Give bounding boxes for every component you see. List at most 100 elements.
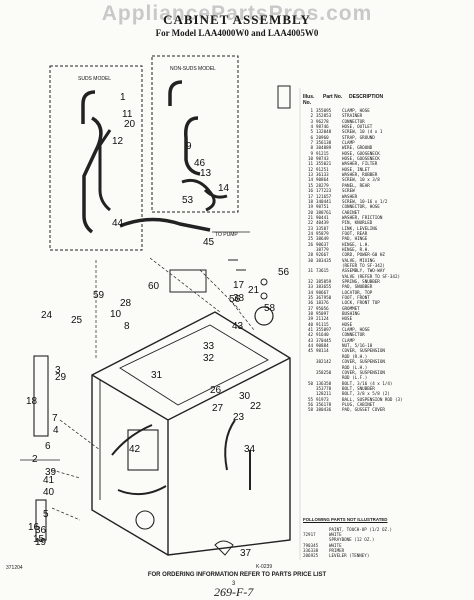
- part-description: STRAINER: [342, 113, 363, 119]
- part-no: 38779: [316, 246, 329, 252]
- callout-number: 31: [151, 370, 163, 381]
- callout-number: 2: [32, 454, 38, 465]
- part-description: NUT, 5/16-18: [342, 343, 373, 349]
- part-description: LEVELER (TENNEY): [329, 553, 370, 559]
- callout-number: 13: [200, 168, 212, 179]
- part-description: ROD (L.F.): [342, 375, 368, 381]
- part-description: WASHER, FRICTION: [342, 214, 383, 220]
- not-illustrated-row: 206925 LEVELER (TENNEY): [303, 553, 471, 558]
- callout-number: 22: [250, 401, 262, 412]
- part-no: 790345: [303, 542, 319, 548]
- part-no: 33587: [316, 225, 329, 231]
- part-no: 353778: [316, 385, 332, 391]
- part-description: ASSEMBLY, TWO-WAY: [342, 268, 385, 274]
- part-no: 73615: [316, 268, 329, 274]
- handwritten-note: 269-F-7: [214, 585, 254, 599]
- part-description: SCREW: [342, 188, 355, 194]
- illus-no: 33: [307, 284, 313, 290]
- illus-no: 39: [307, 316, 313, 322]
- part-no: 38649: [316, 236, 329, 242]
- callout-number: 23: [233, 412, 245, 423]
- part-description: CLAMP, HOSE: [342, 108, 370, 113]
- callout-number: 38: [233, 293, 245, 304]
- callout-number: 53: [182, 195, 194, 206]
- parts-row: (REFER TO SF-342): [303, 263, 471, 268]
- callout-number: 43: [232, 321, 244, 332]
- callout-number: 16: [28, 522, 40, 533]
- illus-no: 50: [307, 380, 313, 386]
- illus-no: 17: [307, 193, 313, 199]
- illus-no: 22: [307, 220, 313, 226]
- part-no: 132048: [316, 129, 332, 135]
- callout-number: 5: [43, 509, 49, 520]
- part-description: HOSE, OUTLET: [342, 124, 373, 130]
- illus-no: 56: [307, 401, 313, 407]
- callout-number: 30: [239, 391, 251, 402]
- suds-model-label: SUDS MODEL: [78, 76, 111, 82]
- callout-number: 27: [212, 403, 224, 414]
- illus-no: 26: [307, 241, 313, 247]
- illus-no-header: Illus. No.: [303, 94, 315, 106]
- illus-no: 15: [307, 182, 313, 188]
- part-no: 355021: [316, 161, 332, 167]
- part-no: 380436: [316, 407, 332, 413]
- callout-number: 32: [203, 353, 215, 364]
- model-line: For Model LAA4000W0 and LAA4005W0: [155, 28, 319, 38]
- illus-no: 18: [307, 198, 313, 204]
- part-no: 367950: [316, 295, 332, 301]
- parts-list-header: Illus. No. Part No. DESCRIPTION: [303, 94, 471, 106]
- illus-no: 7: [310, 140, 313, 146]
- part-no: 98746: [316, 124, 329, 130]
- part-no: 36133: [316, 172, 329, 178]
- part-no: 356178: [316, 401, 332, 407]
- to-pump-label: TO PUMP: [215, 232, 238, 238]
- illus-no: 2: [310, 113, 313, 119]
- parts-row: ROD (R.H.): [303, 354, 471, 359]
- part-no: 91640: [316, 332, 329, 338]
- callout-number: 24: [41, 310, 53, 321]
- illus-no: 30: [307, 257, 313, 263]
- illus-no: 20: [307, 209, 313, 215]
- part-description: WASHER, FILTER: [342, 161, 378, 167]
- illus-no: 36: [307, 300, 313, 306]
- callout-number: 39: [45, 467, 57, 478]
- part-description: HOSE, GOOSENECK: [342, 150, 380, 156]
- part-no: 98114: [316, 348, 329, 354]
- callout-number: 7: [52, 413, 58, 424]
- callout-number: 26: [210, 385, 222, 396]
- part-description: STRAP, GROUND: [342, 134, 375, 140]
- part-description: VALVE, MIXING: [342, 257, 375, 263]
- part-no: 90637: [316, 241, 329, 247]
- part-description: PRIMER: [329, 547, 345, 553]
- callout-number: 9: [186, 141, 192, 152]
- illus-no: 45: [307, 348, 313, 354]
- part-no: 355097: [316, 327, 332, 333]
- description-header: DESCRIPTION: [349, 94, 384, 100]
- callout-number: 21: [248, 285, 260, 296]
- part-description: VALVE (REFER TO SF-342): [342, 273, 400, 279]
- part-no: 356138: [316, 140, 332, 146]
- callout-number: 3: [55, 365, 61, 376]
- illus-no: 11: [307, 161, 313, 167]
- callout-number: 41: [43, 475, 55, 486]
- part-no: 98751: [316, 204, 329, 210]
- page-number: 3: [232, 581, 236, 587]
- part-no: 40439: [316, 220, 329, 226]
- callout-number: 58: [264, 303, 276, 314]
- part-description: HOSE: [342, 316, 353, 322]
- part-no: 91973: [316, 396, 329, 402]
- part-no: 206925: [303, 553, 319, 559]
